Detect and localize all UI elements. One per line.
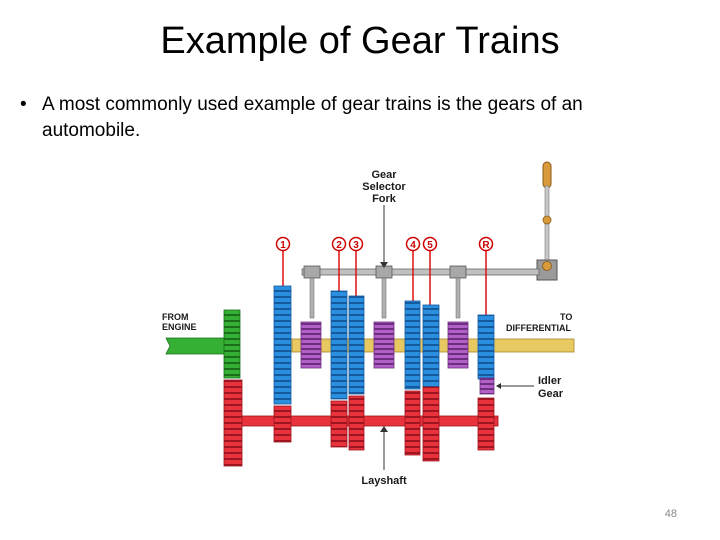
main-gear-3: [348, 295, 365, 395]
gear-number-markers: 1 2 3 4 5 R: [275, 236, 494, 318]
svg-text:Gear: Gear: [371, 169, 397, 181]
layshaft-gears: [273, 386, 495, 462]
svg-text:Layshaft: Layshaft: [361, 475, 407, 487]
input-shaft: [165, 337, 231, 355]
main-gear-2: [330, 290, 348, 400]
gearbox-diagram: Gear Selector Fork 1 2 3 4: [162, 161, 575, 487]
svg-text:R: R: [482, 240, 490, 251]
main-gear-r: [477, 314, 495, 380]
layshaft-gear-r: [477, 397, 495, 451]
gear-selector-fork-label: Gear Selector Fork: [362, 169, 406, 268]
bullet-text: A most commonly used example of gear tra…: [42, 94, 583, 141]
layshaft-gear-4: [404, 390, 421, 456]
main-gear-1: [273, 285, 292, 405]
gear-number-r: R: [478, 236, 494, 318]
idler-gear-label: Idler Gear: [496, 375, 564, 400]
svg-text:TO: TO: [560, 312, 572, 322]
main-gear-4: [404, 300, 421, 390]
idler-gear: [479, 377, 495, 395]
svg-text:ENGINE: ENGINE: [162, 322, 197, 332]
main-gears: [273, 285, 495, 405]
svg-text:2: 2: [336, 240, 342, 251]
page-number: 48: [664, 508, 677, 520]
layshaft-gear-5: [422, 386, 440, 462]
input-gear: [223, 309, 241, 379]
layshaft-gear-3: [348, 395, 365, 451]
svg-text:Fork: Fork: [372, 193, 397, 205]
main-gear-5: [422, 304, 440, 388]
gear-number-5: 5: [422, 236, 438, 308]
gear-number-4: 4: [405, 236, 421, 303]
svg-text:Idler: Idler: [538, 375, 562, 387]
lever-knob: [542, 161, 552, 189]
synchro-5-r: [447, 321, 469, 369]
gear-number-3: 3: [348, 236, 364, 299]
bullet-item: • A most commonly used example of gear t…: [20, 92, 660, 144]
layshaft-label: Layshaft: [361, 426, 407, 487]
bullet-icon: •: [20, 94, 27, 115]
svg-text:Selector: Selector: [362, 181, 406, 193]
layshaft-gear-1: [273, 405, 292, 443]
from-engine-label: FROM ENGINE: [162, 312, 197, 332]
gear-lever: [536, 161, 558, 281]
svg-text:5: 5: [427, 240, 433, 251]
synchro-1-2: [300, 321, 322, 369]
layshaft-drive-gear: [223, 379, 243, 467]
svg-text:DIFFERENTIAL: DIFFERENTIAL: [506, 323, 571, 333]
to-differential-label: TO DIFFERENTIAL: [506, 312, 572, 333]
svg-text:4: 4: [410, 240, 416, 251]
gear-number-2: 2: [331, 236, 347, 294]
svg-text:FROM: FROM: [162, 312, 189, 322]
gear-number-1: 1: [275, 236, 291, 290]
selector-rail: [301, 265, 540, 319]
layshaft-gear-2: [330, 400, 348, 448]
svg-text:Gear: Gear: [538, 388, 564, 400]
synchro-3-4: [373, 321, 395, 369]
slide-title: Example of Gear Trains: [160, 20, 560, 62]
svg-text:1: 1: [280, 240, 286, 251]
svg-text:3: 3: [353, 240, 359, 251]
synchro-hubs: [300, 321, 469, 369]
